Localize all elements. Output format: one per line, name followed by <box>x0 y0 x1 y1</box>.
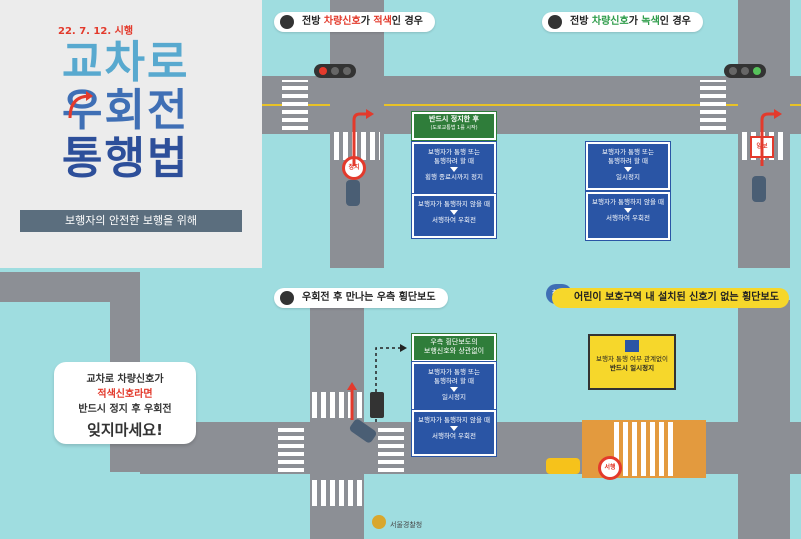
crosswalk <box>378 424 404 472</box>
pedestrian-signal <box>370 392 384 418</box>
effective-date: 22. 7. 12. 시행 <box>58 26 134 37</box>
school-bus-icon <box>546 458 580 474</box>
right-turn-arrow-icon <box>760 109 782 166</box>
school-zone-icon <box>625 340 639 352</box>
road-vertical-bottom-right <box>738 300 790 539</box>
crosswalk <box>334 132 380 160</box>
slow-sign: 서행 <box>598 456 622 480</box>
police-emblem-icon <box>372 515 386 529</box>
red-arrow-icon <box>68 91 93 119</box>
subtitle-banner: 보행자의 안전한 보행을 위해 <box>20 210 242 232</box>
title-line-2: 우회전 <box>62 85 190 136</box>
crosswalk <box>312 392 362 418</box>
steering-wheel-icon <box>548 15 562 29</box>
crosswalk <box>312 480 362 506</box>
steering-wheel-icon <box>280 15 294 29</box>
car-icon <box>752 176 766 202</box>
right-turn-arrow-icon <box>352 109 374 166</box>
road-centerline <box>262 104 801 106</box>
car-icon <box>346 180 360 206</box>
header-after-turn: 우회전 후 만나는 우측 횡단보도 <box>274 288 448 308</box>
crosswalk <box>282 80 308 130</box>
header-red-signal: 전방 차량신호가 적색인 경우 <box>274 12 435 32</box>
header-green-signal: 전방 차량신호가 녹색인 경우 <box>542 12 703 32</box>
reminder-card: 교차로 차량신호가 적색신호라면 반드시 정지 후 우회전 잊지마세요! <box>54 362 196 444</box>
traffic-light-green <box>724 64 766 78</box>
steering-wheel-icon <box>280 291 294 305</box>
header-school-zone: 어린이 보호구역 내 설치된 신호기 없는 횡단보도 <box>552 288 789 308</box>
sign-stop-first: 반드시 정지한 후 (도로교통법 1를 시작) <box>412 112 496 140</box>
title-line-1: 교차로 <box>62 37 190 88</box>
title-line-3: 통행법 <box>62 133 190 184</box>
crosswalk <box>278 424 304 472</box>
traffic-light-red <box>314 64 356 78</box>
footer-agency: 서울경찰청 <box>390 521 423 529</box>
sign-school-zone: 보행자 통행 여부 관계없이 반드시 일시정지 <box>588 334 676 390</box>
crosswalk <box>614 422 676 476</box>
crosswalk <box>700 80 726 130</box>
